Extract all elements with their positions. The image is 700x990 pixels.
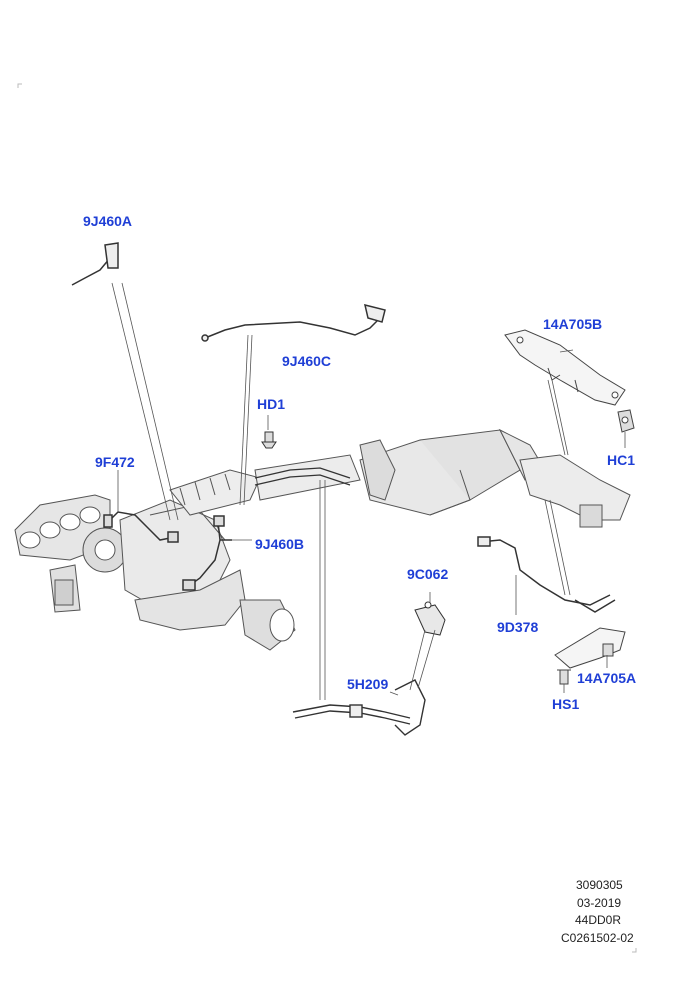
reference-illustration-id: C0261502-02 [561,931,634,945]
callout-9j460b: 9J460B [255,536,305,552]
clip-hd1 [261,431,277,449]
sensor-9f472 [103,511,179,543]
bracket-14a705b [504,329,626,406]
sensor-9j460b [182,515,232,591]
heat-shield-tubes [254,467,351,486]
reference-date: 03-2019 [577,896,622,910]
leader-lines [111,282,626,700]
sensor-9d378 [477,536,616,613]
engine-turbo-assembly [14,469,296,651]
sensor-9j460a [71,242,119,286]
callout-9f472: 9F472 [95,454,135,470]
callout-hs1: HS1 [552,696,580,712]
callout-hd1: HD1 [257,396,286,412]
reference-code: 44DD0R [575,913,622,927]
callout-9j460c: 9J460C [282,353,332,369]
callout-9c062: 9C062 [407,566,449,582]
sensor-9j460c [201,303,386,342]
callout-9d378: 9D378 [497,619,539,635]
callout-5h209: 5H209 [347,676,389,692]
callout-14a705b: 14A705B [543,316,603,332]
callout-14a705a: 14A705A [577,670,637,686]
callout-9j460a: 9J460A [83,213,133,229]
screw-hs1 [557,669,571,685]
reference-number: 3090305 [576,878,623,892]
callout-hc1: HC1 [607,452,636,468]
bracket-14a705a [554,627,626,669]
nut-hc1 [617,409,635,433]
mid-exhaust-muffler [254,428,631,528]
harness-5h209 [292,679,426,736]
sensor-9c062 [414,601,446,636]
